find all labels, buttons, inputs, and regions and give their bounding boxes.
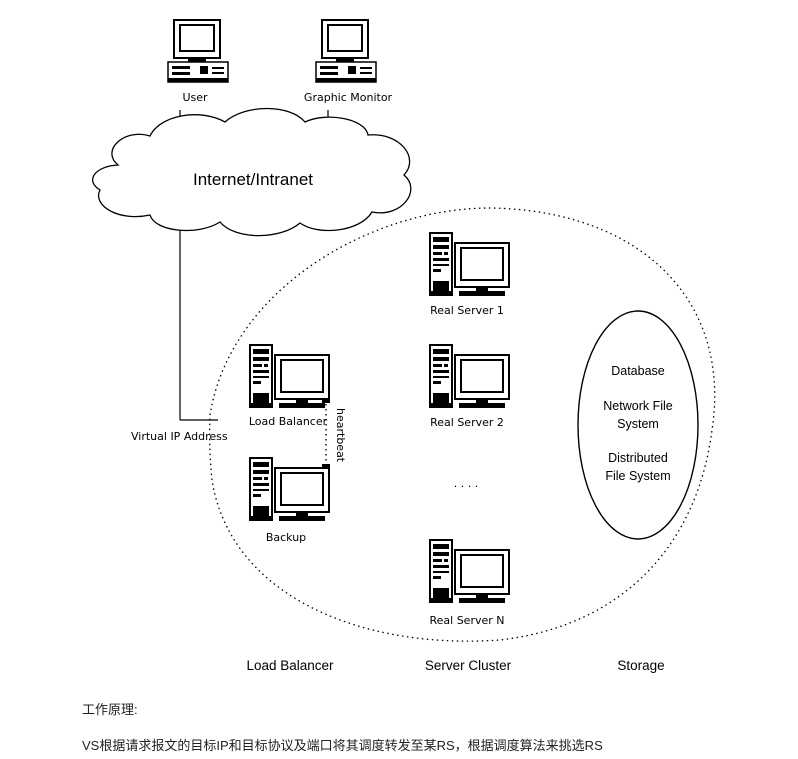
server-ellipsis: . . . . bbox=[454, 477, 478, 490]
load-balancer-server-icon bbox=[249, 344, 330, 409]
cluster-boundary bbox=[208, 207, 716, 642]
storage-database-label: Database bbox=[611, 364, 665, 378]
storage-nfs-label-line1: Network File bbox=[603, 399, 673, 413]
storage-nfs-label-line2: System bbox=[617, 417, 659, 431]
real-server-1-icon bbox=[429, 232, 510, 297]
backup-label: Backup bbox=[266, 531, 306, 544]
internet-cloud bbox=[92, 107, 412, 237]
real-server-n-icon bbox=[429, 539, 510, 604]
storage-ellipse bbox=[577, 310, 699, 540]
caption-load-balancer: Load Balancer bbox=[246, 658, 334, 673]
real-server-2-label: Real Server 2 bbox=[430, 416, 504, 429]
lvs-architecture-diagram: Internet/Intranet heartbeat User Graphic… bbox=[92, 19, 716, 673]
user-computer-icon bbox=[167, 19, 229, 83]
real-server-2-icon bbox=[429, 344, 510, 409]
real-server-1-label: Real Server 1 bbox=[430, 304, 504, 317]
graphic-monitor-label: Graphic Monitor bbox=[304, 91, 393, 104]
real-server-n-label: Real Server N bbox=[429, 614, 504, 627]
caption-storage: Storage bbox=[617, 658, 664, 673]
user-label: User bbox=[182, 91, 208, 104]
backup-server-icon bbox=[249, 457, 330, 522]
heartbeat-label: heartbeat bbox=[334, 408, 347, 463]
graphic-monitor-computer-icon bbox=[315, 19, 377, 83]
caption-server-cluster: Server Cluster bbox=[425, 658, 512, 673]
load-balancer-label: Load Balancer bbox=[249, 415, 328, 428]
storage-dfs-label-line2: File System bbox=[605, 469, 670, 483]
internet-label: Internet/Intranet bbox=[193, 170, 313, 189]
storage-dfs-label-line1: Distributed bbox=[608, 451, 668, 465]
principle-description: VS根据请求报文的目标IP和目标协议及端口将其调度转发至某RS，根据调度算法来挑… bbox=[82, 738, 603, 753]
principle-heading: 工作原理: bbox=[82, 702, 138, 717]
virtual-ip-label: Virtual IP Address bbox=[131, 430, 228, 443]
